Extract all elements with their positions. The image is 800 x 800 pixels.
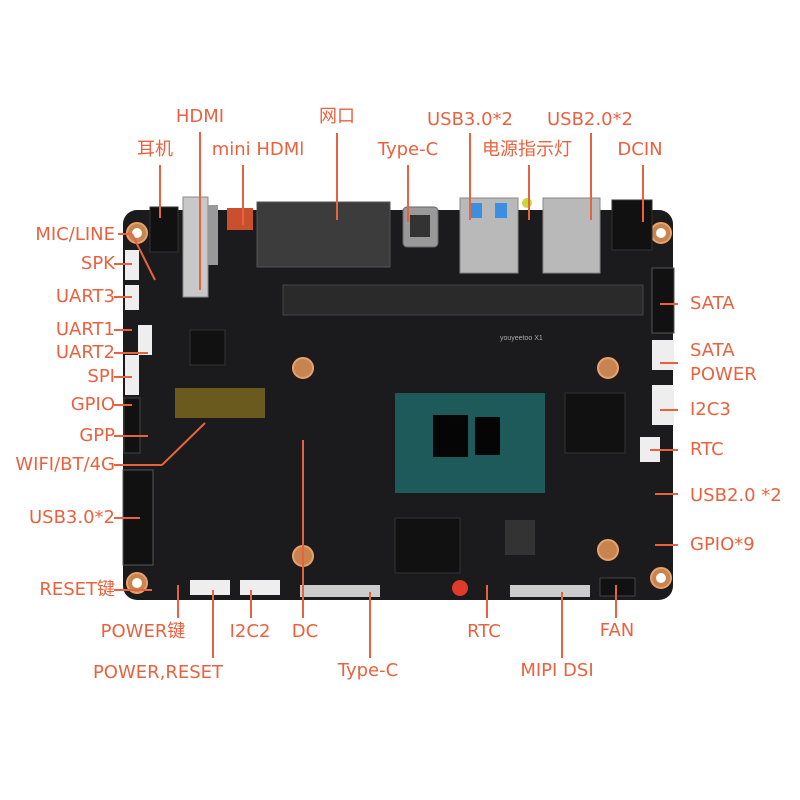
label-i2c3: I2C3 xyxy=(690,399,731,420)
label-usb3: USB3.0*2 xyxy=(426,109,514,130)
label-usb3-header: USB3.0*2 xyxy=(28,507,115,528)
label-power-reset: POWER,RESET xyxy=(92,662,224,683)
board-logo: youyeetoo X1 xyxy=(500,335,543,342)
label-mini-hdmi: mini HDMl xyxy=(211,139,305,160)
label-spk: SPK xyxy=(80,253,115,274)
label-reset-key: RESET键 xyxy=(39,579,115,600)
usb3-port xyxy=(459,197,519,274)
label-sata: SATA xyxy=(690,293,735,314)
label-earphone: 耳机 xyxy=(137,139,173,160)
label-gpio: GPIO xyxy=(70,394,115,415)
label-mic-line: MIC/LINE xyxy=(35,224,115,245)
label-gpio9: GPIO*9 xyxy=(690,534,755,555)
label-sata-power-2: POWER xyxy=(690,364,757,385)
label-wifi-bt-4g: WIFI/BT/4G xyxy=(15,454,115,475)
label-i2c2: I2C2 xyxy=(229,621,271,642)
label-uart3: UART3 xyxy=(55,286,115,307)
label-gpp: GPP xyxy=(79,425,115,446)
m2-slot xyxy=(282,284,644,316)
label-uart1: UART1 xyxy=(55,319,115,340)
label-power-key: POWER键 xyxy=(100,621,186,642)
leader-lines xyxy=(114,132,678,658)
label-usb2: USB2.0*2 xyxy=(546,109,634,130)
label-spi: SPI xyxy=(87,366,115,387)
sata-port xyxy=(651,267,675,334)
ethernet-port xyxy=(256,201,391,268)
label-sata-power-1: SATA xyxy=(690,340,735,361)
label-type-c: Type-C xyxy=(377,139,439,160)
label-rtc-right: RTC xyxy=(690,439,724,460)
label-power-led: 电源指示灯 xyxy=(482,139,572,160)
mount-hole xyxy=(292,357,314,379)
mount-hole xyxy=(597,357,619,379)
mount-hole xyxy=(597,539,619,561)
label-dcin: DCIN xyxy=(617,139,663,160)
power-led xyxy=(522,198,532,208)
label-type-c-bottom: Type-C xyxy=(337,660,399,681)
label-hdmi: HDMI xyxy=(175,106,225,127)
cpu-substrate xyxy=(395,393,545,493)
label-usb2-header: USB2.0 *2 xyxy=(690,485,782,506)
hdmi-port xyxy=(182,196,209,298)
label-mipi-dsi: MIPI DSI xyxy=(520,660,594,681)
label-rtc-bottom: RTC xyxy=(467,621,501,642)
mini-hdmi-port xyxy=(227,208,253,230)
dc-jack xyxy=(611,199,653,251)
cpu-die xyxy=(433,415,468,457)
label-uart2: UART2 xyxy=(55,342,115,363)
label-ethernet: 网口 xyxy=(319,106,355,127)
label-fan: FAN xyxy=(599,620,635,641)
label-dc: DC xyxy=(291,621,319,642)
wifi-slot xyxy=(175,388,265,418)
earphone-jack xyxy=(149,206,179,253)
